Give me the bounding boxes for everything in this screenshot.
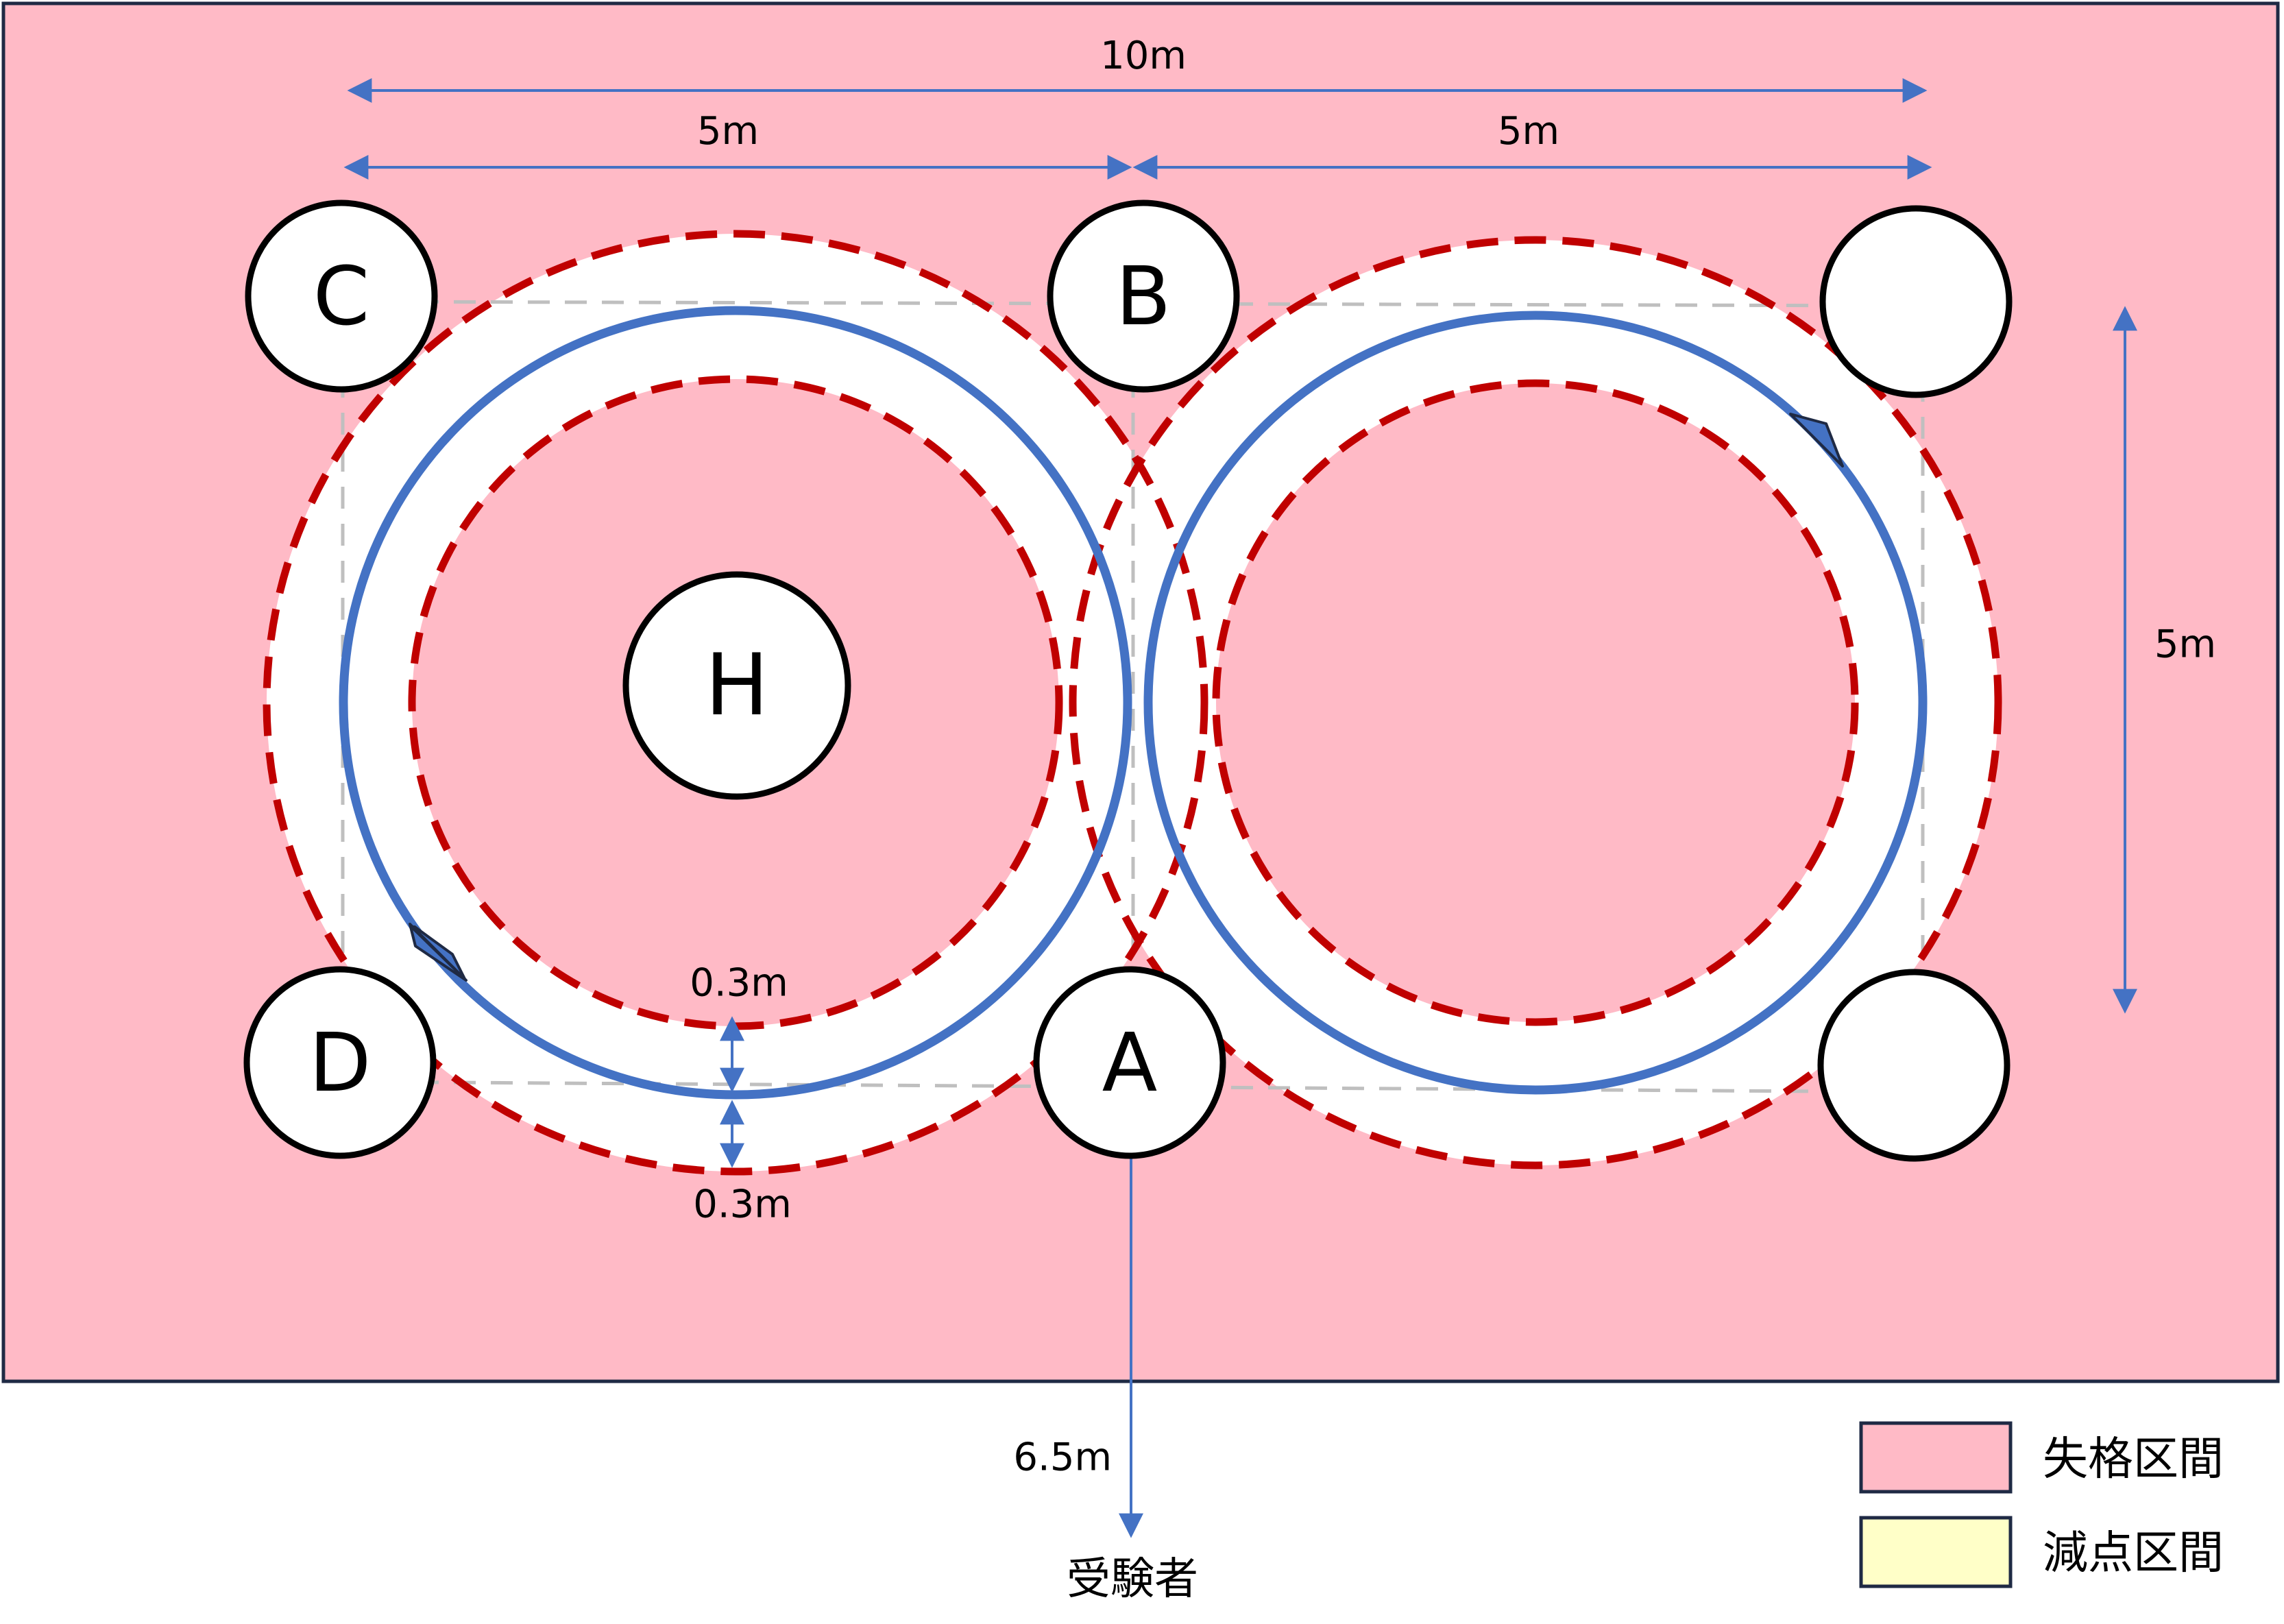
outer-margin-label: 0.3m (693, 1183, 792, 1227)
pylon-c (245, 199, 438, 393)
left-direction-arrow (409, 923, 467, 982)
pylon-b-label: B (1116, 249, 1171, 343)
right-inner-zone (1216, 383, 1855, 1022)
examinee-label: 受験者 (1067, 1554, 1198, 1605)
pylon-h (622, 571, 851, 800)
left-width-label: 5m (697, 109, 759, 154)
pylon-a (1033, 966, 1226, 1159)
right-direction-arrow (1789, 413, 1844, 468)
pylon-d-label: D (309, 1015, 372, 1110)
pylons (243, 199, 2013, 1162)
left-flight-path (339, 306, 1132, 1100)
pylon-b (1047, 199, 1240, 393)
right-outer-boundary (1069, 236, 2002, 1169)
legend-disqualify-label: 失格区間 (2043, 1433, 2224, 1486)
legend-deduction-swatch (1859, 1516, 2013, 1588)
legend-deduction-label: 減点区間 (2043, 1527, 2224, 1579)
legend-disqualify-swatch (1859, 1421, 2013, 1494)
pylon-top-right (1819, 205, 2013, 398)
right-flight-path (1143, 311, 1928, 1095)
pylon-a-label: A (1102, 1015, 1158, 1110)
examinee-distance-label: 6.5m (1013, 1435, 1112, 1480)
total-width-label: 10m (1100, 34, 1187, 78)
legend: 失格区間 減点区間 (1859, 1421, 2224, 1588)
height-label: 5m (2154, 622, 2216, 667)
pylon-h-label: H (705, 636, 768, 735)
pylon-d (243, 966, 437, 1159)
right-inner-boundary (1212, 379, 1859, 1026)
inner-margin-label: 0.3m (690, 961, 788, 1006)
pylon-bottom-right (1817, 969, 2010, 1162)
right-width-label: 5m (1498, 109, 1559, 154)
left-outer-boundary (263, 230, 1208, 1176)
pylon-c-label: C (313, 249, 369, 343)
